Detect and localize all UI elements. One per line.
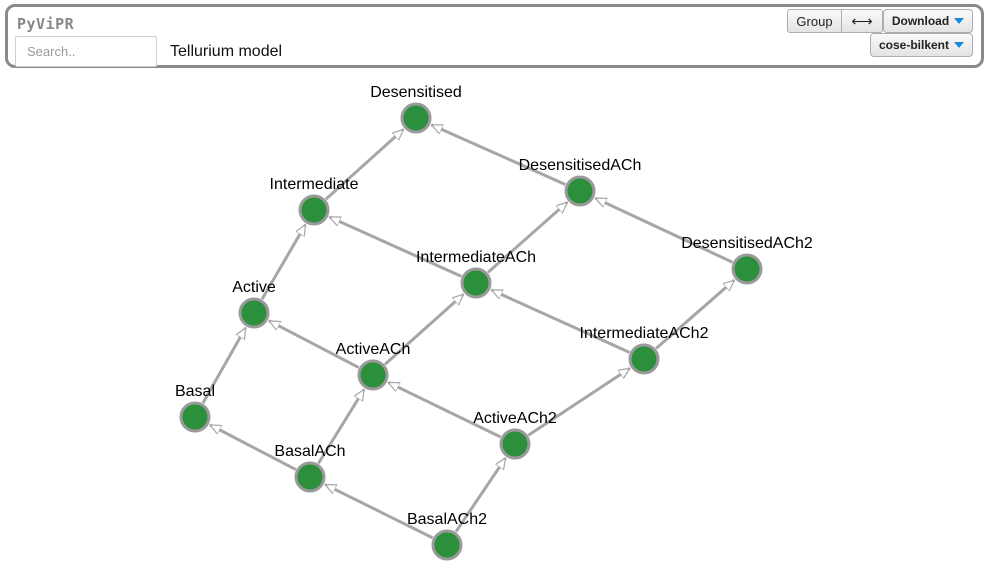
edge-ActiveACh2-to-IntermediateACh2[interactable] [527, 367, 629, 437]
node-label: Intermediate [270, 176, 359, 193]
node-circle[interactable] [400, 102, 432, 134]
swap-direction-button[interactable]: ⟷ [841, 9, 883, 33]
edge-IntermediateACh2-to-IntermediateACh[interactable] [491, 288, 631, 354]
node-ActiveACh2[interactable]: ActiveACh2 [473, 410, 557, 460]
download-button-label: Download [891, 14, 950, 28]
edges-layer [201, 123, 734, 540]
node-label: Active [232, 279, 276, 296]
layout-button-label: cose-bilkent [878, 38, 950, 52]
edge-IntermediateACh-to-DesensitisedACh[interactable] [486, 201, 567, 274]
edge-ActiveACh2-to-ActiveACh[interactable] [388, 381, 502, 439]
edge-BasalACh-to-Basal[interactable] [210, 423, 297, 471]
node-circle[interactable] [238, 297, 270, 329]
edge-BasalACh-to-ActiveACh[interactable] [317, 389, 366, 465]
node-label: IntermediateACh2 [580, 325, 709, 342]
edge-ActiveACh-to-Active[interactable] [269, 319, 360, 369]
node-label: IntermediateACh [416, 249, 536, 266]
edge-DesensitisedACh2-to-DesensitisedACh[interactable] [595, 196, 734, 264]
node-circle[interactable] [460, 267, 492, 299]
edge-Basal-to-Active[interactable] [201, 328, 247, 404]
node-label: BasalACh2 [407, 511, 487, 528]
node-IntermediateACh2[interactable]: IntermediateACh2 [580, 325, 709, 375]
node-Active[interactable]: Active [232, 279, 276, 329]
node-Intermediate[interactable]: Intermediate [270, 176, 359, 226]
node-circle[interactable] [179, 401, 211, 433]
node-ActiveACh[interactable]: ActiveACh [336, 341, 411, 391]
node-label: Desensitised [370, 84, 462, 101]
chevron-down-icon [954, 18, 965, 24]
node-circle[interactable] [499, 428, 531, 460]
chevron-down-icon [954, 42, 965, 48]
edge-IntermediateACh2-to-DesensitisedACh2[interactable] [655, 279, 734, 350]
node-label: ActiveACh [336, 341, 411, 358]
node-label: DesensitisedACh2 [681, 235, 813, 252]
node-circle[interactable] [731, 253, 763, 285]
node-circle[interactable] [628, 343, 660, 375]
group-button[interactable]: Group [787, 9, 842, 33]
swap-arrows-icon: ⟷ [851, 13, 873, 30]
node-label: DesensitisedACh [519, 157, 642, 174]
download-dropdown-button[interactable]: Download [883, 9, 973, 33]
edge-BasalACh2-to-BasalACh[interactable] [325, 483, 434, 540]
edge-Intermediate-to-Desensitised[interactable] [324, 128, 403, 201]
node-IntermediateACh[interactable]: IntermediateACh [416, 249, 536, 299]
group-button-label: Group [796, 13, 833, 29]
node-circle[interactable] [298, 194, 330, 226]
node-circle[interactable] [294, 461, 326, 493]
node-label: BasalACh [274, 443, 345, 460]
node-BasalACh[interactable]: BasalACh [274, 443, 346, 493]
node-Desensitised[interactable]: Desensitised [370, 84, 462, 134]
layout-dropdown-button[interactable]: cose-bilkent [870, 33, 973, 57]
node-circle[interactable] [431, 529, 463, 561]
model-title: Tellurium model [170, 43, 283, 60]
node-BasalACh2[interactable]: BasalACh2 [407, 511, 487, 561]
app-logo: PyViPR [17, 15, 75, 33]
edge-BasalACh2-to-ActiveACh2[interactable] [454, 458, 507, 533]
node-Basal[interactable]: Basal [175, 383, 215, 433]
node-circle[interactable] [357, 359, 389, 391]
edge-Active-to-Intermediate[interactable] [260, 225, 307, 300]
node-circle[interactable] [564, 175, 596, 207]
edge-DesensitisedACh-to-Desensitised[interactable] [432, 123, 566, 186]
edge-IntermediateACh-to-Intermediate[interactable] [329, 215, 463, 278]
node-DesensitisedACh[interactable]: DesensitisedACh [519, 157, 642, 207]
node-DesensitisedACh2[interactable]: DesensitisedACh2 [681, 235, 813, 285]
node-label: Basal [175, 383, 215, 400]
search-input[interactable] [15, 36, 157, 67]
node-label: ActiveACh2 [473, 410, 557, 427]
edge-ActiveACh-to-IntermediateACh[interactable] [383, 293, 463, 366]
